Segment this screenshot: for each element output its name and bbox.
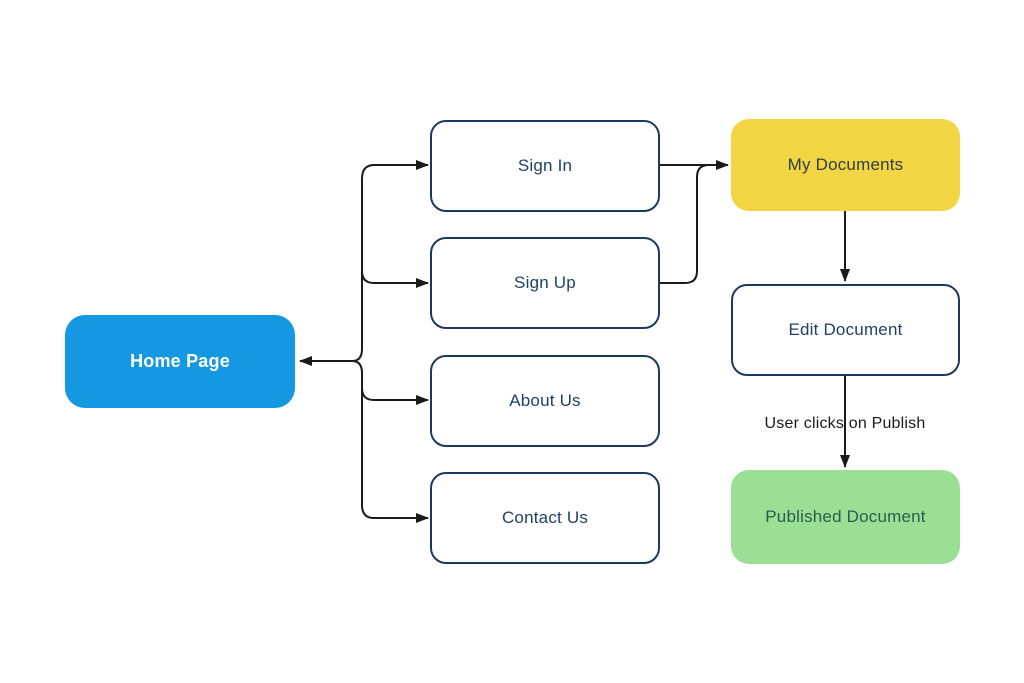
node-edit-document[interactable]: Edit Document [731,284,960,376]
node-home-page-label: Home Page [130,351,230,371]
node-sign-up-label: Sign Up [514,273,576,292]
node-edit-document-label: Edit Document [788,320,903,339]
edge-branch-sign-up [361,270,429,288]
node-my-documents-label: My Documents [787,155,904,174]
edge-branch-about-us [361,387,429,405]
node-about-us-label: About Us [509,391,581,410]
node-about-us[interactable]: About Us [430,355,660,447]
node-sign-up[interactable]: Sign Up [430,237,660,329]
node-published-document[interactable]: Published Document [731,470,960,564]
node-contact-us[interactable]: Contact Us [430,472,660,564]
edge-trunk-lower-to-contact [351,360,429,523]
node-home-page[interactable]: Home Page [65,315,295,408]
node-published-document-label: Published Document [765,507,926,526]
node-sign-in-label: Sign In [517,156,573,175]
edge-sign-up-merge [660,164,710,284]
edge-label-user-clicks-publish[interactable]: User clicks on Publish [764,415,926,432]
node-contact-us-label: Contact Us [501,508,589,527]
node-my-documents[interactable]: My Documents [731,119,960,211]
edge-trunk-upper-to-sign-in [351,160,429,362]
node-sign-in[interactable]: Sign In [430,120,660,212]
